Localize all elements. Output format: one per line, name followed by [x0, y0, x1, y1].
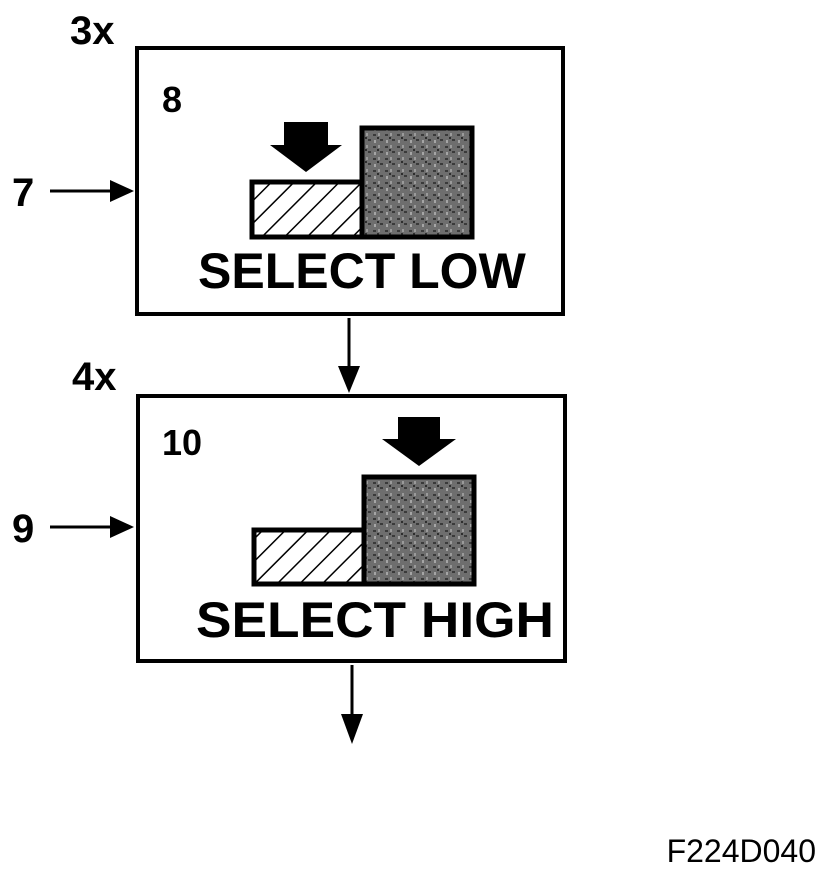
step-1-pointer-label: 7	[12, 171, 34, 215]
right-arrow-icon	[110, 180, 134, 202]
down-arrow-icon	[382, 417, 456, 466]
shaded-block-icon	[361, 474, 477, 587]
step-1-screen-number: 8	[162, 79, 182, 120]
step-1: 3x 8 SELECT LOW 7	[12, 9, 565, 316]
step-1-multiplier: 3x	[70, 9, 115, 53]
step-2-screen-number: 10	[162, 422, 202, 463]
step-1-instruction: SELECT LOW	[198, 243, 527, 299]
flow-down-arrow-icon	[341, 714, 363, 744]
step-2-multiplier: 4x	[72, 355, 117, 399]
down-arrow-icon	[270, 122, 342, 172]
hatched-bar-icon	[251, 527, 367, 587]
step-2-instruction: SELECT HIGH	[196, 592, 554, 648]
figure-code: F224D040	[667, 833, 816, 869]
flow-down-arrow-icon	[338, 366, 360, 393]
flow-arrow-1	[338, 318, 360, 393]
shaded-block-icon	[359, 125, 475, 240]
step-2: 4x 10 SELECT HIGH 9	[12, 355, 567, 663]
hatched-bar-icon	[249, 179, 365, 240]
flow-arrow-2	[341, 665, 363, 744]
step-2-pointer-label: 9	[12, 507, 34, 551]
right-arrow-icon	[110, 516, 134, 538]
